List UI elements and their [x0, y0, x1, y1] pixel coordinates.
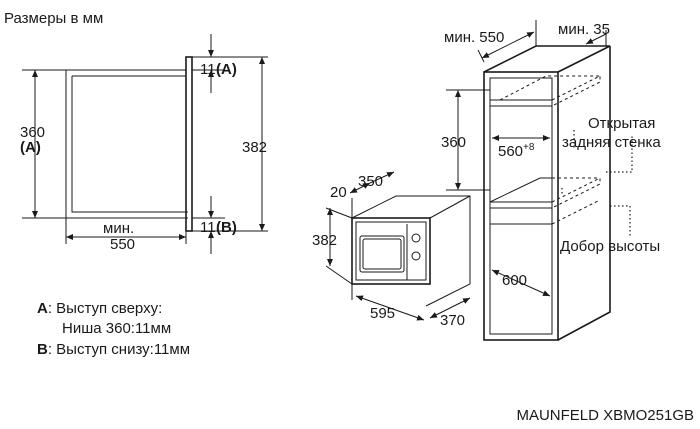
- legend-b: B: Выступ снизу:11мм: [37, 341, 190, 358]
- legend-b-key: B: [37, 341, 48, 358]
- height-adjust-label: Добор высоты: [560, 238, 660, 255]
- model-name: MAUNFELD XBMO251GB: [516, 407, 694, 424]
- cabinet-min-depth: мин. 550: [444, 29, 504, 46]
- side-view: 360 (A) 382 11 (A) 11 (B) мин. 550: [20, 34, 268, 254]
- height-a-value: 360: [20, 124, 45, 141]
- depth-value: 550: [110, 236, 135, 253]
- bottom-gap-value: 11: [200, 219, 216, 236]
- appliance-width-value: 595: [370, 305, 395, 322]
- open-back-line1: Открытая: [588, 115, 655, 132]
- height-a-letter: (A): [20, 139, 41, 156]
- depth-prefix: мин.: [103, 220, 134, 237]
- legend-b-text: : Выступ снизу:11мм: [48, 341, 190, 358]
- bottom-gap-letter: (B): [216, 219, 237, 236]
- niche-height-value: 360: [441, 134, 466, 151]
- legend: A: Выступ сверху: Ниша 360:11мм B: Высту…: [37, 300, 190, 358]
- legend-a-line2: Ниша 360:11мм: [62, 320, 171, 337]
- legend-a: A: Выступ сверху:: [37, 300, 162, 317]
- appliance-depth-value: 370: [440, 312, 465, 329]
- legend-a-key: A: [37, 300, 48, 317]
- niche-width-sup: +8: [523, 142, 535, 153]
- top-gap-value: 11: [200, 61, 216, 78]
- top-gap-letter: (A): [216, 61, 237, 78]
- cabinet-view: мин. 550 мин. 35 360 560+8 600 Открытая …: [441, 20, 661, 341]
- front-depth-value: 20: [330, 184, 347, 201]
- open-back-line2: задняя стенка: [562, 134, 661, 151]
- width-top-value: 350: [358, 173, 383, 190]
- niche-width-value: 560+8: [498, 142, 535, 160]
- niche-width-main: 560: [498, 143, 523, 160]
- cabinet-width-value: 600: [502, 272, 527, 289]
- height-total-value: 382: [242, 139, 267, 156]
- cabinet-min-offset: мин. 35: [558, 21, 610, 38]
- appliance-view: 20 350 382 595 370: [312, 171, 471, 329]
- legend-a-line1: : Выступ сверху:: [48, 300, 162, 317]
- units-title: Размеры в мм: [4, 10, 103, 27]
- appliance-height-value: 382: [312, 232, 337, 249]
